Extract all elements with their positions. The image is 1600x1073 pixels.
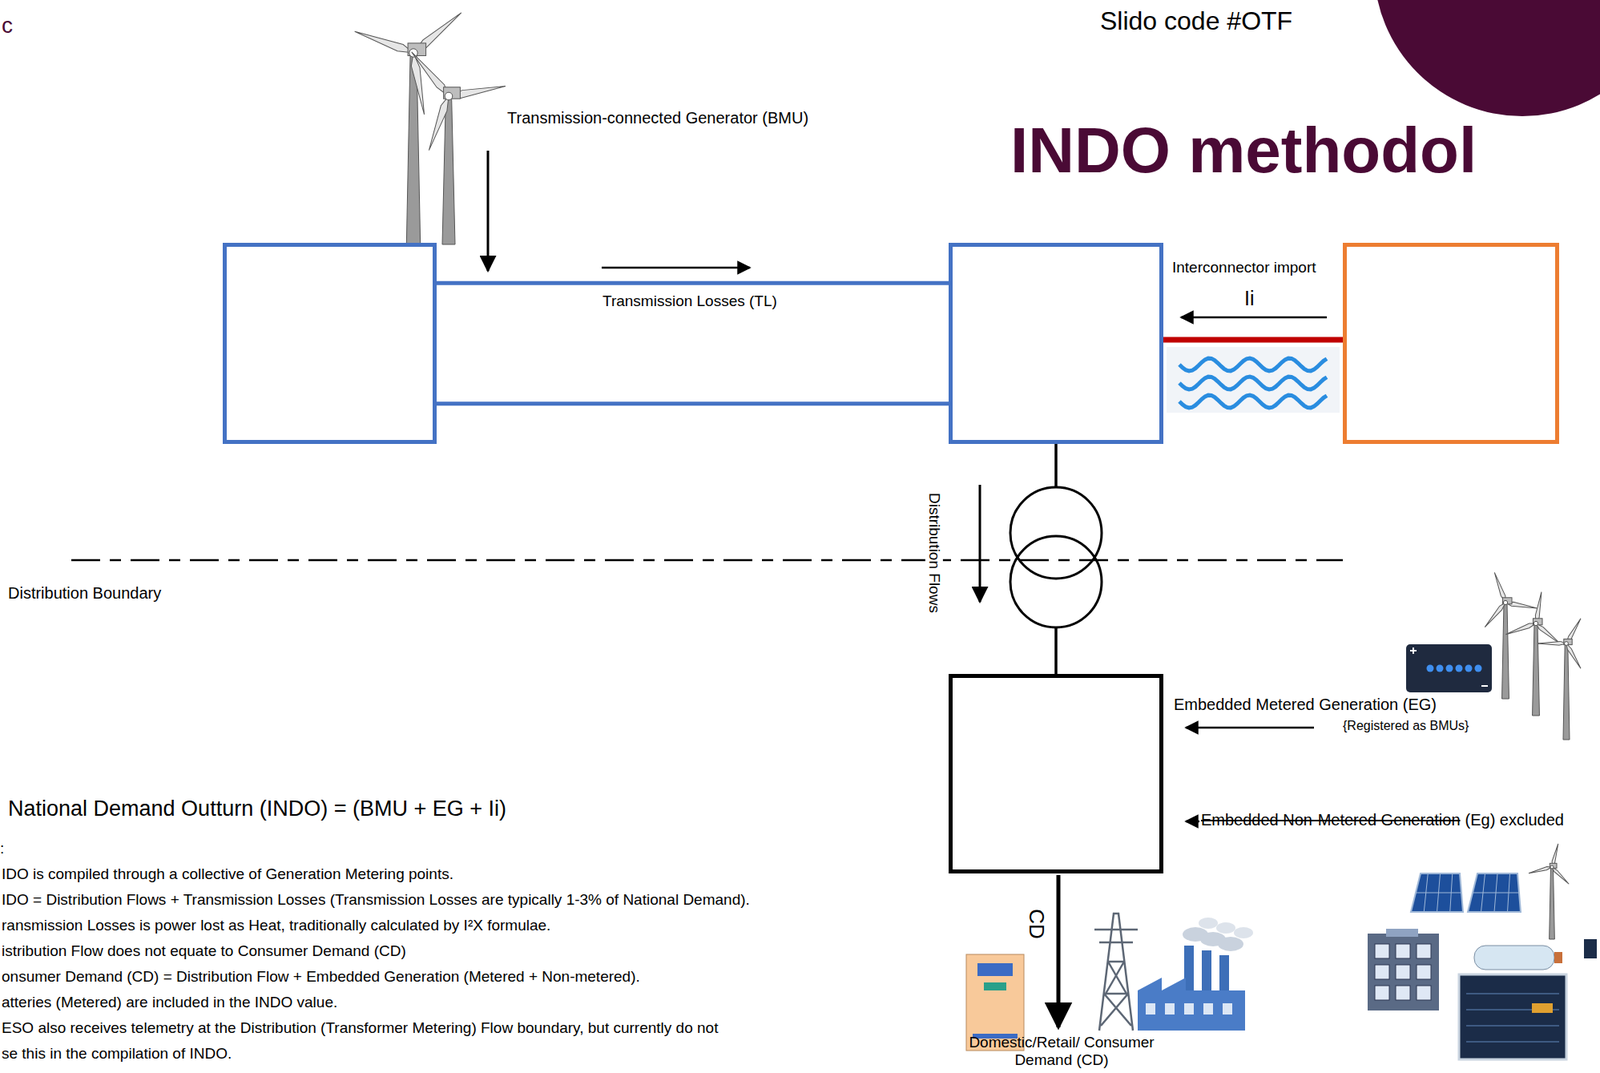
wind-turbine [408,49,506,245]
note-bullet: onsumer Demand (CD) = Distribution Flow … [1,967,641,986]
wind-turbine [1504,591,1562,716]
excluded-label: Embedded Non-Metered Generation [1201,810,1461,830]
distribution-node [948,673,1164,874]
solar-panel-icon [1410,873,1521,912]
transmission-line [436,281,949,286]
building-icon [1367,928,1439,1011]
note-bullet: atteries (Metered) are included in the I… [1,993,338,1012]
note-mark: : [0,839,5,858]
battery-icon [1406,644,1492,693]
cut-text: c [1,12,13,39]
transformer-winding [1010,487,1102,579]
distribution-arrow [979,484,982,602]
note-bullet: se this in the compilation of INDO. [1,1044,232,1063]
transmission-node [948,242,1164,444]
embedded-label: Embedded Metered Generation (EG) [1173,695,1437,714]
wave [1179,358,1327,371]
transformer-winding [1010,536,1102,628]
corner-circle [1374,0,1600,117]
slido-code: Slido code #OTF [1100,6,1293,37]
formula: National Demand Outturn (INDO) = (BMU + … [8,796,507,822]
wind-turbine [1537,617,1583,740]
import-symbol: Ii [1244,286,1255,311]
embedded-arrow [1185,726,1314,730]
note-bullet: IDO is compiled through a collective of … [1,865,454,883]
transmission-node [222,242,437,444]
factory-icon [1137,917,1254,1031]
excluded-arrow [1185,820,1200,823]
transformer-lead [1055,443,1058,488]
neighbour-grid-node [1342,242,1560,444]
wind-turbine [1527,843,1570,940]
edge-label: Distribution Flows [925,491,944,615]
note-bullet: ESO also receives telemetry at the Distr… [1,1019,718,1037]
transformer-fill [1010,536,1102,628]
wind-turbine [353,9,464,245]
flow-arrow [601,266,750,270]
sea-ground [1166,346,1340,413]
transformer-lead [1055,627,1058,674]
edge-label: Transmission Losses (TL) [600,292,779,311]
transmission-line [436,401,949,406]
demand-symbol: CD [1023,908,1048,940]
pylon-icon [1094,913,1138,1031]
distribution-boundary-line [71,559,1343,562]
wave [1179,376,1327,390]
note-bullet: IDO = Distribution Flows + Transmission … [1,890,750,909]
storage-icon [1458,945,1567,1060]
demand-arrow [1056,874,1061,1028]
embedded-note: {Registered as BMUs} [1342,718,1469,734]
generation-arrow [487,150,490,271]
generator-label: Transmission-connected Generator (BMU) [507,108,809,128]
interconnector-cable [1163,336,1343,343]
sea-waves [1179,358,1327,408]
edge-label: Interconnector import [1170,258,1318,277]
slide-title: INDO methodol [1010,113,1477,188]
excluded-note: (Eg) excluded [1465,810,1564,830]
wave [1179,394,1327,408]
partial-icon [1583,939,1597,959]
note-bullet: istribution Flow does not equate to Cons… [1,942,407,960]
import-arrow [1180,316,1327,319]
note-bullet: ransmission Losses is power lost as Heat… [1,916,551,935]
boundary-label: Distribution Boundary [8,584,162,603]
demand-label: Domestic/Retail/ Consumer Demand (CD) [961,1033,1162,1069]
